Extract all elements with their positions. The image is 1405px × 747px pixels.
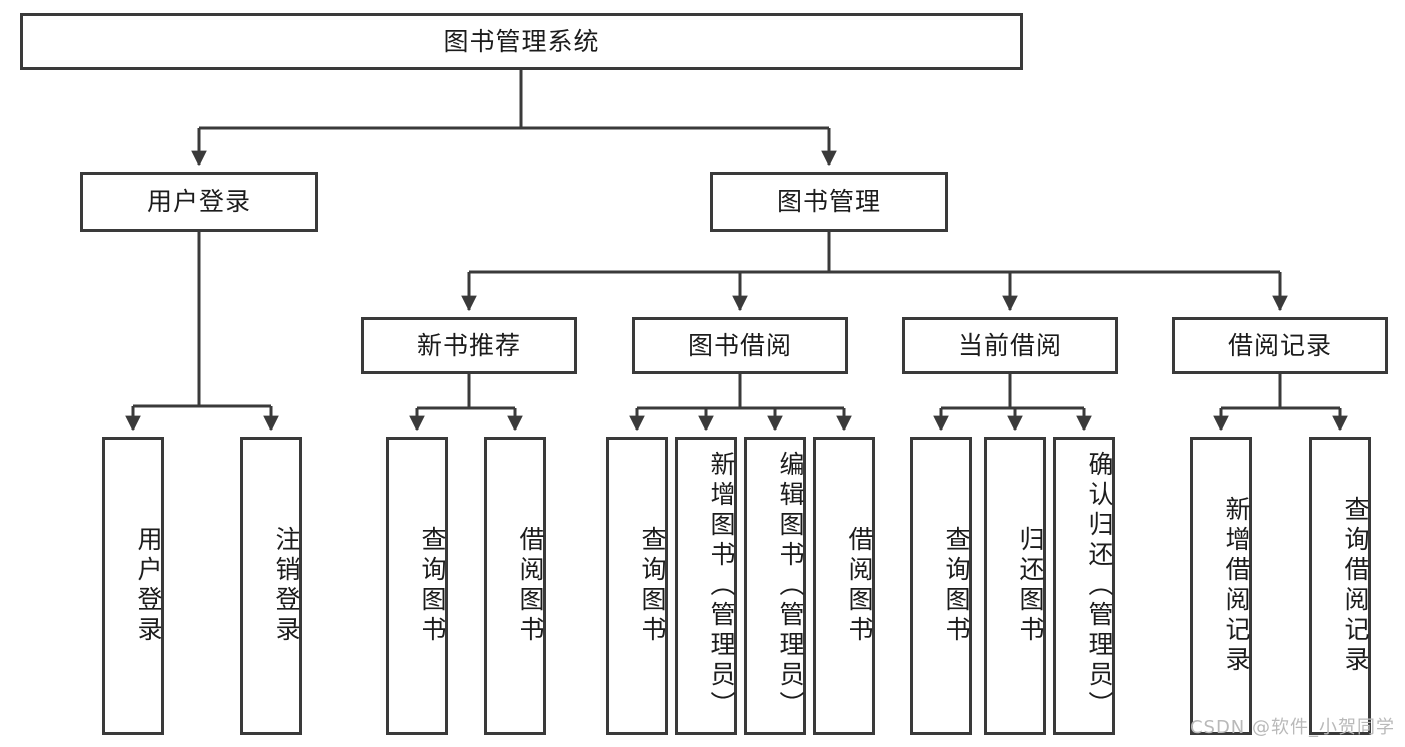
node-borrow-record[interactable]: 借阅记录	[1172, 317, 1388, 374]
node-leaf-borrow-book-2-label: 借阅图书	[845, 526, 874, 646]
node-book-borrow[interactable]: 图书借阅	[632, 317, 848, 374]
node-leaf-query-record[interactable]: 查询借阅记录	[1309, 437, 1371, 735]
node-root-label: 图书管理系统	[443, 26, 600, 56]
node-leaf-return-book[interactable]: 归还图书	[984, 437, 1046, 735]
node-user-login[interactable]: 用户登录	[80, 172, 318, 232]
node-new-book-recommend[interactable]: 新书推荐	[361, 317, 577, 374]
node-leaf-user-logout-label: 注销登录	[272, 526, 301, 646]
node-leaf-borrow-book-1-label: 借阅图书	[516, 526, 545, 646]
node-leaf-query-book-3-label: 查询图书	[942, 526, 971, 646]
node-leaf-query-book-1-label: 查询图书	[418, 526, 447, 646]
node-book-manage-label: 图书管理	[776, 187, 881, 217]
node-user-login-label: 用户登录	[146, 187, 251, 217]
node-leaf-confirm-return-label: 确认归还（管理员）	[1085, 451, 1114, 721]
node-book-manage[interactable]: 图书管理	[710, 172, 948, 232]
node-leaf-add-book-label: 新增图书（管理员）	[707, 451, 736, 721]
node-leaf-add-record[interactable]: 新增借阅记录	[1190, 437, 1252, 735]
node-leaf-query-book-2-label: 查询图书	[638, 526, 667, 646]
node-leaf-return-book-label: 归还图书	[1016, 526, 1045, 646]
node-borrow-record-label: 借阅记录	[1227, 330, 1332, 360]
node-leaf-user-login[interactable]: 用户登录	[102, 437, 164, 735]
node-leaf-query-record-label: 查询借阅记录	[1341, 496, 1370, 676]
node-leaf-query-book-1[interactable]: 查询图书	[386, 437, 448, 735]
node-leaf-query-book-2[interactable]: 查询图书	[606, 437, 668, 735]
node-leaf-add-record-label: 新增借阅记录	[1222, 496, 1251, 676]
node-leaf-edit-book-label: 编辑图书（管理员）	[776, 451, 805, 721]
node-new-book-recommend-label: 新书推荐	[416, 330, 521, 360]
node-leaf-user-logout[interactable]: 注销登录	[240, 437, 302, 735]
node-leaf-confirm-return[interactable]: 确认归还（管理员）	[1053, 437, 1115, 735]
node-current-borrow-label: 当前借阅	[957, 330, 1062, 360]
node-root[interactable]: 图书管理系统	[20, 13, 1023, 70]
node-leaf-edit-book[interactable]: 编辑图书（管理员）	[744, 437, 806, 735]
node-leaf-borrow-book-2[interactable]: 借阅图书	[813, 437, 875, 735]
node-leaf-add-book[interactable]: 新增图书（管理员）	[675, 437, 737, 735]
node-leaf-borrow-book-1[interactable]: 借阅图书	[484, 437, 546, 735]
watermark-text: CSDN @软件_小贺同学	[1189, 717, 1395, 738]
node-leaf-user-login-label: 用户登录	[134, 526, 163, 646]
node-current-borrow[interactable]: 当前借阅	[902, 317, 1118, 374]
node-book-borrow-label: 图书借阅	[687, 330, 792, 360]
node-leaf-query-book-3[interactable]: 查询图书	[910, 437, 972, 735]
